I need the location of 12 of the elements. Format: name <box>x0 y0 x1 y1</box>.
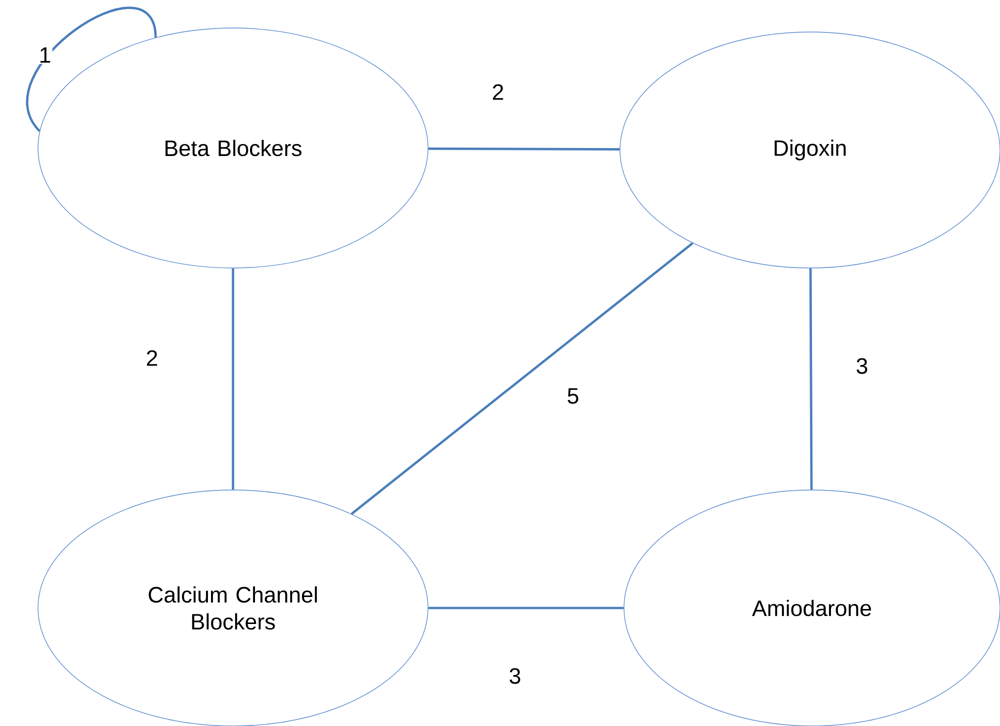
connector-line <box>428 606 624 610</box>
connector-line <box>26 6 157 132</box>
edge-label: 2 <box>144 349 160 367</box>
connector-line <box>809 268 813 490</box>
edge-label: 5 <box>566 387 580 405</box>
edge-label: 3 <box>508 666 522 686</box>
connector-line <box>350 242 694 515</box>
connector-line <box>232 268 234 490</box>
edge-label: 3 <box>854 356 870 376</box>
edge-label: 2 <box>490 83 506 101</box>
connector-line <box>428 148 620 151</box>
edge-label: 1 <box>38 46 52 64</box>
